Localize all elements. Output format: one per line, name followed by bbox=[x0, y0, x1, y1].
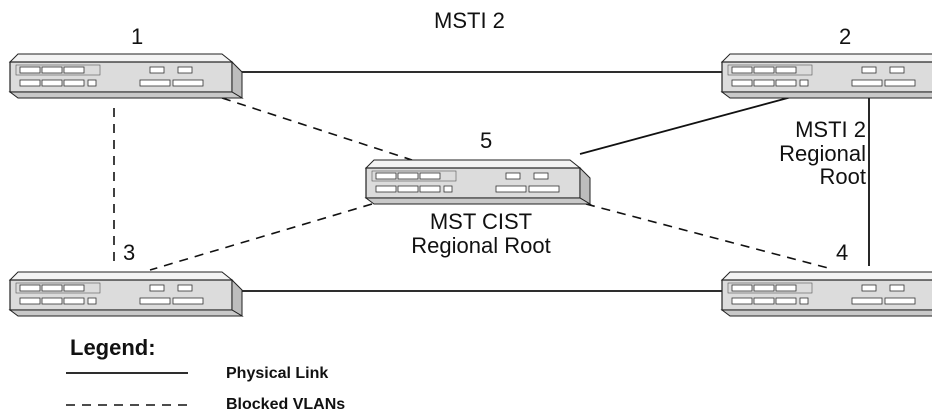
switch-3-label: 3 bbox=[123, 240, 136, 265]
blocked-link-5-4 bbox=[585, 203, 829, 269]
switch-5-icon bbox=[364, 159, 592, 205]
physical-link-5-2 bbox=[579, 91, 811, 155]
diagram-title: MSTI 2 bbox=[434, 8, 505, 33]
switch-4-label: 4 bbox=[836, 240, 849, 265]
switch-4-icon bbox=[720, 271, 932, 317]
legend-label-blocked-vlans: Blocked VLANs bbox=[226, 396, 346, 413]
switch-2-label: 2 bbox=[839, 24, 852, 49]
blocked-link-1-5 bbox=[221, 97, 413, 161]
legend-label-physical-link: Physical Link bbox=[226, 365, 329, 382]
switch-5-label: 5 bbox=[480, 128, 493, 153]
blocked-link-5-3 bbox=[149, 203, 373, 271]
cist-regional-root-label: MST CIST Regional Root bbox=[396, 210, 566, 257]
legend-title: Legend: bbox=[70, 335, 156, 360]
msti-regional-root-label: MSTI 2 Regional Root bbox=[772, 118, 866, 189]
switch-1-label: 1 bbox=[131, 24, 144, 49]
switch-1-icon bbox=[8, 53, 244, 99]
msti-root-line-1: MSTI 2 bbox=[795, 117, 866, 142]
switch-2-icon bbox=[720, 53, 932, 99]
msti-root-line-2: Regional bbox=[779, 140, 866, 166]
cist-root-line-2: Regional Root bbox=[411, 232, 551, 258]
cist-root-line-1: MST CIST bbox=[429, 209, 533, 234]
switch-3-icon bbox=[8, 271, 244, 317]
msti-root-line-3: Root bbox=[819, 164, 866, 190]
